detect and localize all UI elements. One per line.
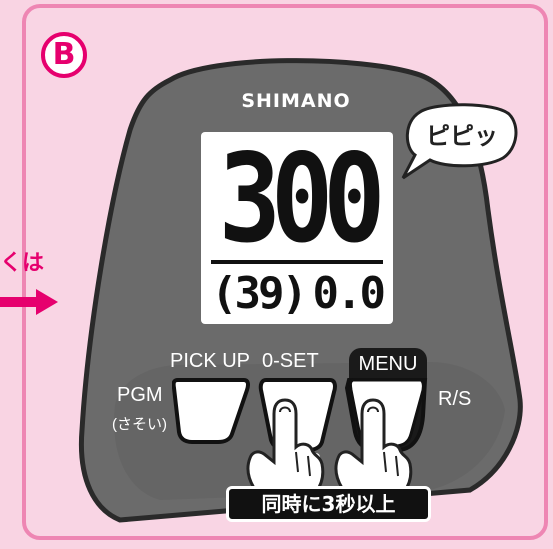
menu-label: MENU — [349, 348, 427, 378]
zero-set-label: 0-SET — [262, 350, 319, 372]
lcd-display: 300 (39) 0.0 — [201, 132, 393, 324]
hold-instruction-caption: 同時に3秒以上 — [226, 486, 431, 522]
lcd-divider — [211, 260, 383, 264]
pgm-label: PGM — [117, 384, 163, 406]
right-arrow-icon — [0, 289, 58, 315]
pick-up-label: PICK UP — [170, 350, 251, 372]
sub-readout-left: (39) — [211, 268, 308, 319]
rs-label: R/S — [438, 388, 472, 410]
beep-text: ピピッ — [426, 122, 498, 150]
brand-logo: SHIMANO — [241, 90, 351, 112]
sub-readout-right: 0.0 — [312, 268, 387, 319]
speech-bubble-icon — [401, 103, 518, 180]
pick-up-button[interactable] — [172, 376, 250, 446]
partial-caption-text: くは — [0, 251, 45, 276]
depth-readout: 300 — [218, 128, 386, 270]
pgm-sub-label: (さそい) — [112, 416, 167, 433]
step-badge: B — [41, 32, 87, 78]
hand-icon — [246, 398, 325, 502]
hand-icon — [334, 398, 413, 502]
